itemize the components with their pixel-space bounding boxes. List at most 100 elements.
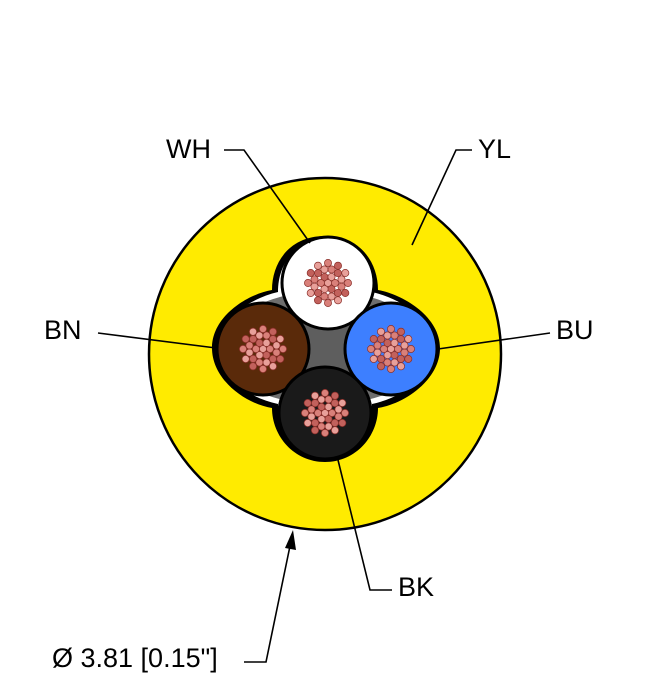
copper-strand bbox=[387, 325, 395, 333]
leader-yl bbox=[411, 149, 472, 246]
copper-strand bbox=[303, 419, 312, 427]
copper-strand bbox=[276, 355, 285, 363]
copper-strands-brown bbox=[239, 325, 287, 373]
copper-strand bbox=[266, 345, 274, 353]
copper-strand bbox=[320, 265, 329, 274]
copper-strand bbox=[262, 338, 271, 347]
copper-strand bbox=[314, 261, 322, 270]
copper-strand bbox=[373, 348, 382, 357]
copper-strand bbox=[397, 327, 405, 336]
copper-strand bbox=[390, 338, 399, 347]
label-bk: BK bbox=[398, 572, 435, 602]
label-bn: BN bbox=[44, 315, 82, 345]
copper-strand bbox=[321, 389, 329, 397]
copper-strand bbox=[303, 399, 312, 407]
copper-strand bbox=[383, 338, 392, 347]
copper-strand bbox=[334, 405, 343, 414]
copper-strand bbox=[311, 426, 319, 435]
copper-strand bbox=[377, 327, 385, 336]
copper-strand bbox=[241, 355, 250, 363]
copper-strands-white bbox=[304, 259, 352, 307]
copper-strand bbox=[314, 296, 322, 305]
copper-strand bbox=[314, 409, 322, 417]
copper-strand bbox=[317, 402, 326, 411]
copper-strand bbox=[404, 335, 413, 343]
copper-strand bbox=[317, 422, 326, 431]
copper-strand bbox=[259, 325, 267, 333]
copper-strand bbox=[387, 365, 395, 373]
copper-strand bbox=[341, 289, 350, 297]
copper-strand bbox=[380, 345, 388, 353]
copper-strand bbox=[331, 279, 339, 287]
copper-strand bbox=[249, 362, 257, 371]
copper-strand bbox=[400, 341, 409, 350]
copper-strand bbox=[390, 351, 399, 360]
copper-strand bbox=[241, 335, 250, 343]
leader-bk bbox=[337, 459, 392, 591]
copper-strand bbox=[301, 409, 309, 417]
copper-strand bbox=[369, 335, 378, 343]
copper-strand bbox=[383, 331, 392, 340]
copper-strand bbox=[307, 412, 316, 421]
copper-strand bbox=[262, 351, 271, 360]
conductor-white bbox=[280, 235, 376, 331]
copper-strand bbox=[341, 269, 350, 277]
copper-strand bbox=[337, 275, 346, 284]
copper-strand bbox=[279, 345, 287, 353]
copper-strand bbox=[255, 338, 264, 347]
copper-strand bbox=[377, 362, 385, 371]
copper-strand bbox=[404, 355, 413, 363]
copper-strand bbox=[262, 331, 271, 340]
copper-strand bbox=[338, 399, 347, 407]
copper-strand bbox=[262, 358, 271, 367]
copper-strand bbox=[383, 358, 392, 367]
copper-strand bbox=[369, 355, 378, 363]
conductor-brown bbox=[215, 301, 311, 397]
copper-strands-black bbox=[301, 389, 349, 437]
copper-strand bbox=[407, 345, 415, 353]
copper-strand bbox=[269, 327, 277, 336]
leader-diameter bbox=[244, 545, 291, 663]
copper-strand bbox=[324, 299, 332, 307]
copper-strand bbox=[367, 345, 375, 353]
copper-strand bbox=[397, 362, 405, 371]
leader-bu bbox=[437, 332, 551, 350]
label-wh: WH bbox=[166, 134, 211, 164]
copper-strand bbox=[306, 269, 315, 277]
copper-strand bbox=[272, 341, 281, 350]
copper-strand bbox=[310, 275, 319, 284]
label-yl: YL bbox=[478, 134, 512, 164]
copper-strand bbox=[306, 289, 315, 297]
copper-strand bbox=[311, 391, 319, 400]
copper-strand bbox=[321, 429, 329, 437]
copper-strand bbox=[341, 409, 349, 417]
copper-strand bbox=[327, 285, 336, 294]
copper-strand bbox=[276, 335, 285, 343]
copper-strand bbox=[324, 402, 333, 411]
conductor-blue bbox=[343, 301, 439, 397]
copper-strand bbox=[255, 331, 264, 340]
copper-strand bbox=[327, 265, 336, 274]
copper-strand bbox=[327, 272, 336, 281]
copper-strand bbox=[255, 358, 264, 367]
copper-strand bbox=[304, 279, 312, 287]
copper-strand bbox=[331, 391, 339, 400]
copper-strand bbox=[245, 341, 254, 350]
copper-strand bbox=[259, 365, 267, 373]
copper-strand bbox=[390, 331, 399, 340]
copper-strand bbox=[324, 415, 333, 424]
copper-strand bbox=[245, 348, 254, 357]
diameter-arrowhead bbox=[285, 530, 296, 550]
copper-strand bbox=[334, 296, 342, 305]
copper-strand bbox=[249, 327, 257, 336]
copper-strand bbox=[328, 409, 336, 417]
leader-wh bbox=[224, 149, 311, 244]
copper-strand bbox=[310, 282, 319, 291]
copper-strand bbox=[344, 279, 352, 287]
copper-strand bbox=[269, 362, 277, 371]
copper-strand bbox=[239, 345, 247, 353]
copper-strand bbox=[394, 345, 402, 353]
inner-filler bbox=[212, 236, 440, 462]
copper-strand bbox=[324, 259, 332, 267]
